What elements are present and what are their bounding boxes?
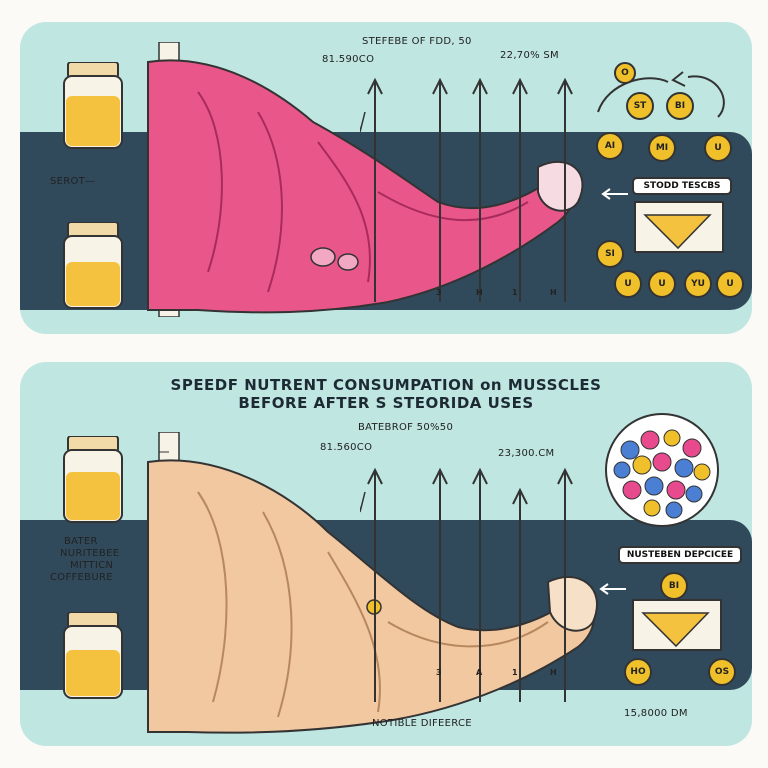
molecule-icon: BI — [660, 572, 688, 600]
top-panel: SEROT— 3 H 1 H STEFEBE OF — [20, 22, 752, 334]
side-label-line: COFFEBURE — [50, 572, 113, 583]
funnel-icon — [634, 201, 724, 253]
jar-icon — [63, 222, 123, 309]
bottom-panel: SPEEDF NUTRENT CONSUMPATION on MUSSCLES … — [20, 362, 752, 746]
caption-line-1: SPEEDF NUTRENT CONSUMPATION on MUSSCLES — [170, 376, 602, 394]
side-label: SEROT— — [50, 176, 96, 187]
arrow-marker: 3 — [436, 668, 442, 677]
cycle-arrow-icon — [597, 71, 725, 118]
funnel-icon — [632, 599, 722, 651]
arrow-marker: 1 — [512, 668, 518, 677]
value-left: 81.590CO — [322, 54, 375, 65]
value-left: 81.560CO — [320, 442, 373, 453]
side-label-line: MITTICN — [70, 560, 114, 571]
measurement-arrows — [360, 467, 573, 702]
panel-title: BATEBROF 50%50 — [358, 422, 454, 433]
footer-left-label: NOTIBLE DIFEERCE — [372, 718, 472, 729]
side-label-line: BATER — [64, 536, 98, 547]
molecule-icon: U — [716, 270, 744, 298]
caption-line-2: BEFORE AFTER S STEORIDA USES — [238, 394, 534, 412]
molecule-icon: MI — [648, 134, 676, 162]
arrow-marker: H — [550, 288, 557, 297]
flexed-arm-muscle-illustration — [147, 459, 598, 734]
jar-icon — [63, 612, 123, 699]
molecule-icon: OS — [708, 658, 736, 686]
footer-right-label: 15,8000 DM — [624, 708, 688, 719]
molecule-icon: ST — [626, 92, 654, 120]
molecule-icon: SI — [596, 240, 624, 268]
molecule-icon: AI — [596, 132, 624, 160]
arrow-marker: A — [476, 668, 483, 677]
molecule-icon: U — [648, 270, 676, 298]
left-arrow-icon — [601, 188, 628, 200]
panel-title: STEFEBE OF FDD, 50 — [362, 36, 472, 47]
measurement-arrows — [360, 77, 573, 302]
jar-icon — [63, 436, 123, 523]
molecule-icon: U — [614, 270, 642, 298]
flexed-arm-muscle-illustration — [147, 59, 584, 314]
value-right: 22,70% SM — [500, 50, 559, 61]
arrow-marker: 1 — [512, 288, 518, 297]
funnel-label: NUSTEBEN DEPCICEE — [618, 546, 742, 564]
molecule-icon: HO — [624, 658, 652, 686]
jar-icon — [63, 62, 123, 149]
molecule-icon: O — [614, 62, 636, 84]
molecule-icon: YU — [684, 270, 712, 298]
molecule-icon: U — [704, 134, 732, 162]
value-right: 23,300.CM — [498, 448, 555, 459]
arrow-marker: H — [550, 668, 557, 677]
arrow-marker: H — [476, 288, 483, 297]
pill-bowl-icon — [605, 413, 719, 527]
molecule-icon: BI — [666, 92, 694, 120]
funnel-label: STODD TESCBS — [632, 177, 732, 195]
side-label-line: NURITEBEE — [60, 548, 120, 559]
left-arrow-icon — [599, 583, 626, 595]
arrow-marker: 3 — [436, 288, 442, 297]
